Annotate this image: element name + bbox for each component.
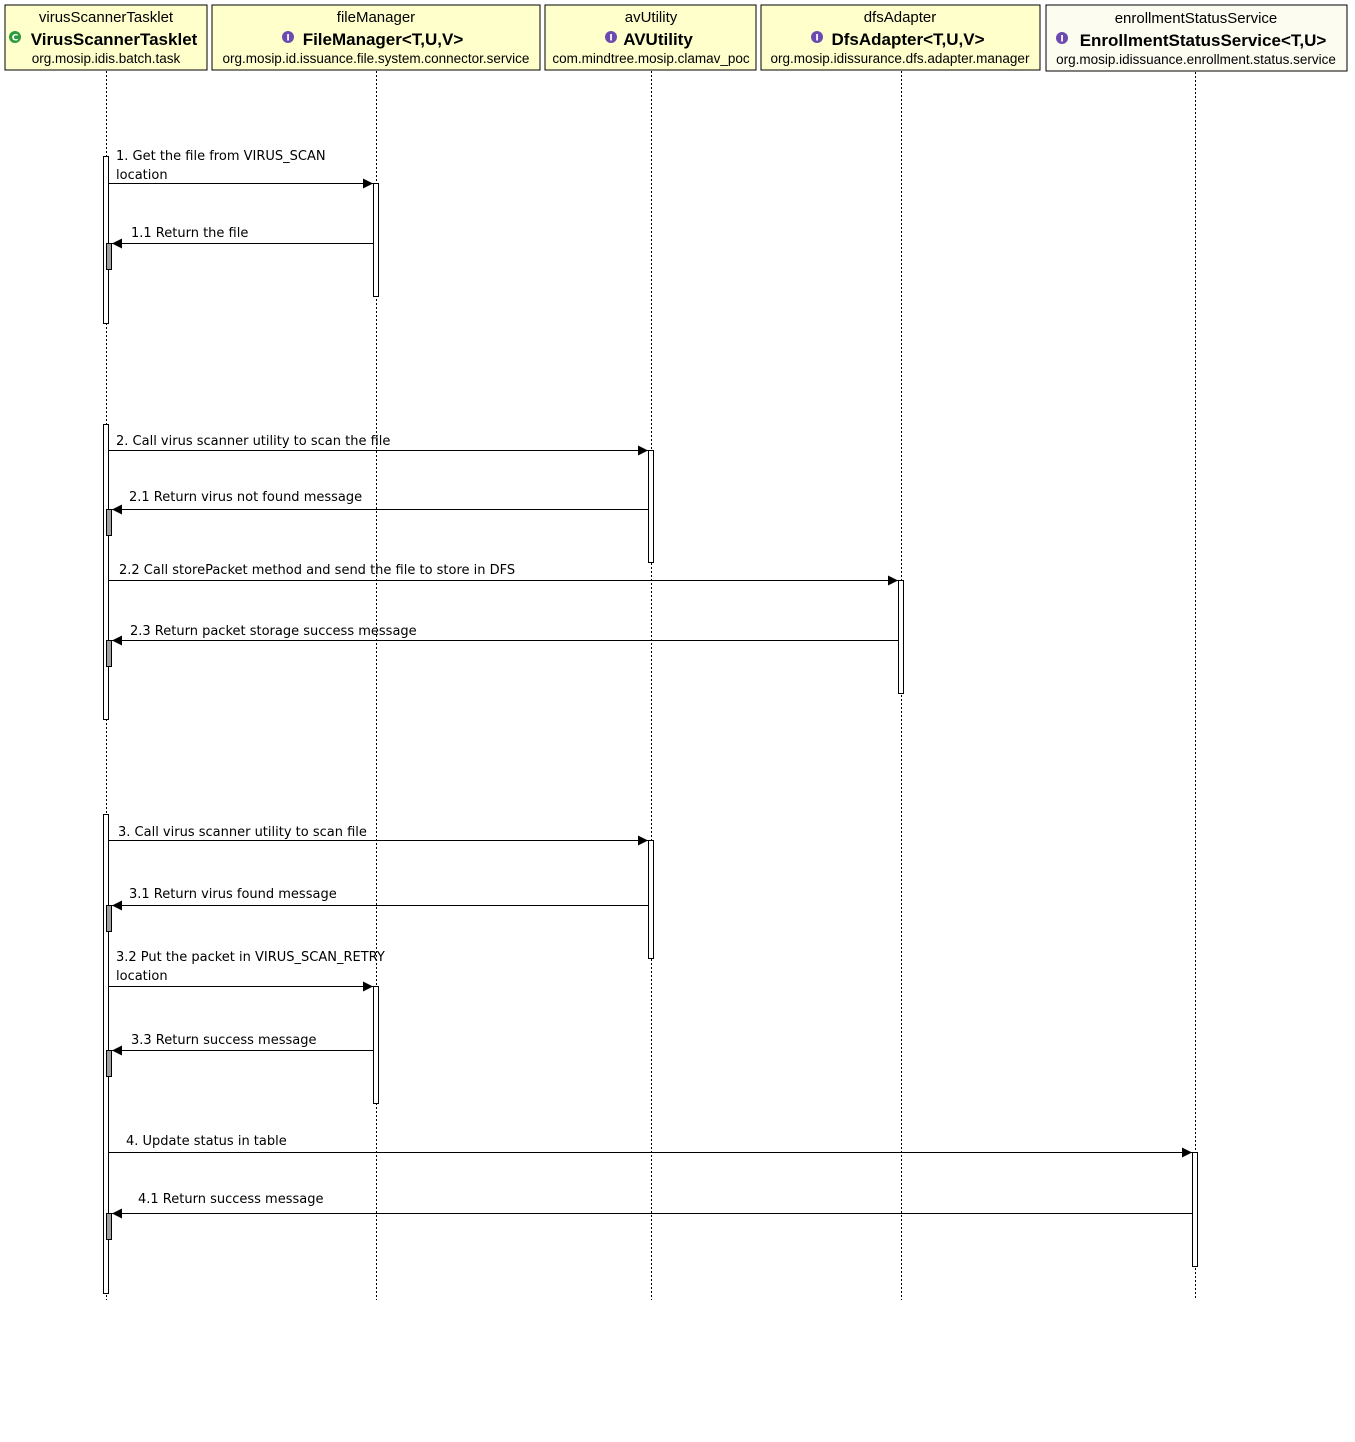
class-name: EnrollmentStatusService<T,U> xyxy=(1080,31,1327,50)
interface-icon-letter: I xyxy=(286,34,289,44)
message-label: 3.3 Return success message xyxy=(131,1033,317,1048)
message-label-continued: location xyxy=(116,969,168,984)
message-label: 4. Update status in table xyxy=(126,1134,287,1149)
activation-bar xyxy=(648,840,654,959)
return-activation xyxy=(106,243,112,270)
package-name: org.mosip.idis.batch.task xyxy=(32,51,181,66)
instance-name: dfsAdapter xyxy=(864,9,937,26)
interface-icon xyxy=(811,31,823,43)
return-activation xyxy=(106,1050,112,1077)
lifeline-header-virus-scanner-tasklet[interactable]: virusScannerTasklet C VirusScannerTaskle… xyxy=(4,4,208,71)
class-icon xyxy=(9,31,21,43)
lifeline-header-dfs-adapter[interactable]: dfsAdapter I DfsAdapter<T,U,V> org.mosip… xyxy=(760,4,1041,71)
header-box xyxy=(760,4,1041,71)
interface-icon-letter: I xyxy=(815,34,818,44)
activation-bar xyxy=(373,986,379,1104)
return-activation xyxy=(106,1213,112,1240)
message-label: 2.3 Return packet storage success messag… xyxy=(130,624,417,639)
lifeline-header-av-utility[interactable]: avUtility I AVUtility com.mindtree.mosip… xyxy=(544,4,757,71)
message-label: 1. Get the file from VIRUS_SCAN xyxy=(116,149,326,164)
interface-icon-letter: I xyxy=(609,34,612,44)
message-label: 3.2 Put the packet in VIRUS_SCAN_RETRY xyxy=(116,950,385,965)
message-label: 2.2 Call storePacket method and send the… xyxy=(119,563,515,578)
class-name: AVUtility xyxy=(623,30,693,49)
instance-name: fileManager xyxy=(337,9,415,26)
interface-icon xyxy=(605,31,617,43)
instance-name: avUtility xyxy=(625,9,678,26)
interface-icon xyxy=(282,31,294,43)
instance-name: enrollmentStatusService xyxy=(1115,10,1278,27)
instance-name: virusScannerTasklet xyxy=(39,9,174,26)
return-activation xyxy=(106,905,112,932)
interface-icon xyxy=(1056,32,1068,44)
message-label: 2.1 Return virus not found message xyxy=(129,490,362,505)
lifeline-header-file-manager[interactable]: fileManager I FileManager<T,U,V> org.mos… xyxy=(211,4,541,71)
activation-bar xyxy=(103,156,109,324)
message-label-continued: location xyxy=(116,168,168,183)
message-label: 3. Call virus scanner utility to scan fi… xyxy=(118,825,367,840)
class-icon-letter: C xyxy=(12,34,19,44)
message-label: 2. Call virus scanner utility to scan th… xyxy=(116,434,390,449)
interface-icon-letter: I xyxy=(1060,35,1063,45)
package-name: org.mosip.id.issuance.file.system.connec… xyxy=(223,51,530,66)
activation-bar xyxy=(898,580,904,694)
lifeline-header-enrollment-status-service[interactable]: enrollmentStatusService I EnrollmentStat… xyxy=(1045,4,1348,72)
package-name: org.mosip.idissuance.enrollment.status.s… xyxy=(1056,52,1336,67)
activation-bar xyxy=(1192,1152,1198,1267)
class-name: FileManager<T,U,V> xyxy=(303,30,464,49)
return-activation xyxy=(106,640,112,667)
message-label: 4.1 Return success message xyxy=(138,1192,324,1207)
activation-bar xyxy=(103,424,109,720)
message-label: 3.1 Return virus found message xyxy=(129,887,337,902)
package-name: com.mindtree.mosip.clamav_poc xyxy=(552,51,750,66)
header-box xyxy=(544,4,757,71)
activation-bar xyxy=(373,183,379,297)
header-box xyxy=(1045,4,1348,72)
class-name: VirusScannerTasklet xyxy=(31,30,198,49)
return-activation xyxy=(106,509,112,536)
class-name: DfsAdapter<T,U,V> xyxy=(831,30,984,49)
header-box xyxy=(211,4,541,71)
activation-bar xyxy=(648,450,654,563)
package-name: org.mosip.idissurance.dfs.adapter.manage… xyxy=(771,51,1030,66)
header-box xyxy=(4,4,208,71)
message-label: 1.1 Return the file xyxy=(131,226,248,241)
